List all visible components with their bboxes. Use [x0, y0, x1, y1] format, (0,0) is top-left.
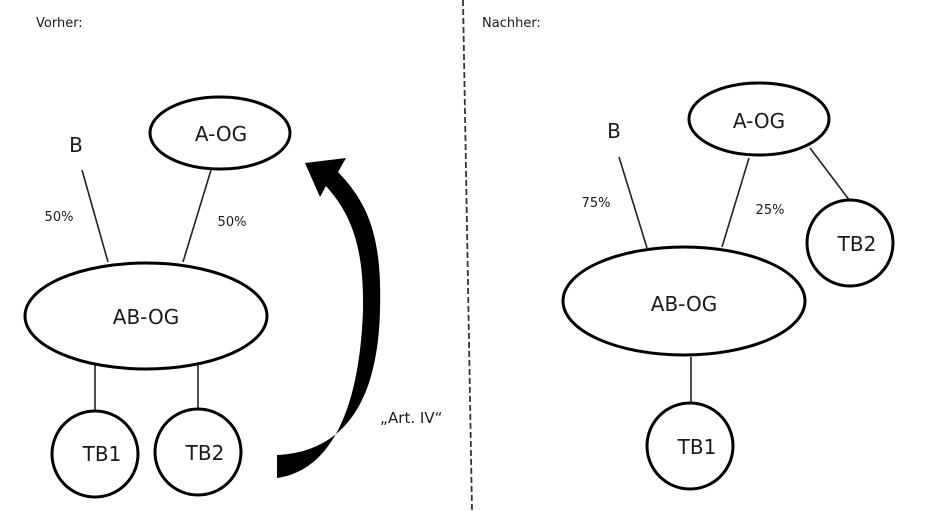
- node-a-og-shape: [148, 95, 292, 171]
- node-tb2: TB2: [805, 198, 895, 288]
- transfer-arrow: „Art. IV“: [277, 158, 442, 478]
- node-a-og-label: A-OG: [195, 122, 247, 146]
- node-tb1-shape: [50, 409, 140, 499]
- edge-a-og-tb2: [809, 147, 851, 202]
- before-heading: Vorher:: [36, 16, 83, 31]
- node-a-og: A-OG: [687, 81, 831, 157]
- node-tb1: TB1: [50, 409, 140, 499]
- edge-a-og-ab-og: [721, 157, 750, 248]
- node-a-og: A-OG: [148, 95, 292, 171]
- node-tb1-label: TB1: [82, 442, 122, 466]
- node-tb2: TB2: [153, 407, 243, 497]
- node-tb2-label: TB2: [837, 232, 877, 256]
- node-b: B: [607, 119, 621, 143]
- node-tb2-shape: [153, 407, 243, 497]
- edge-a-og-percentage: 25%: [756, 203, 785, 218]
- node-ab-og-shape: [23, 261, 269, 371]
- after-heading: Nachher:: [482, 16, 541, 31]
- node-ab-og-label: AB-OG: [651, 292, 717, 316]
- node-tb2-label: TB2: [185, 441, 225, 465]
- edge-a-og-percentage: 50%: [218, 215, 247, 230]
- edge-b-ab-og: [618, 156, 648, 249]
- node-a-og-label: A-OG: [733, 109, 785, 133]
- node-ab-og: AB-OG: [23, 261, 269, 371]
- node-ab-og: AB-OG: [561, 245, 807, 357]
- node-tb2-shape: [805, 198, 895, 288]
- node-ab-og-shape: [561, 245, 807, 357]
- node-ab-og-label: AB-OG: [113, 305, 179, 329]
- edge-b-percentage: 50%: [45, 210, 74, 225]
- before-panel: Vorher: B A-OG 50% 50% AB-OG TB1 TB2: [23, 16, 292, 499]
- node-b: B: [69, 133, 83, 157]
- node-tb1-shape: [645, 401, 735, 491]
- node-tb1-label: TB1: [677, 435, 717, 459]
- edge-b-percentage: 75%: [582, 196, 611, 211]
- transfer-label: „Art. IV“: [380, 409, 442, 427]
- curved-arrow-icon: [277, 158, 381, 478]
- after-panel: Nachher: B A-OG 75% 25% TB2 AB-OG TB1: [482, 16, 895, 491]
- node-a-og-shape: [687, 81, 831, 157]
- edge-b-ab-og: [81, 169, 109, 263]
- edge-a-og-ab-og: [182, 169, 212, 263]
- panel-divider: [462, 0, 473, 511]
- node-tb1: TB1: [645, 401, 735, 491]
